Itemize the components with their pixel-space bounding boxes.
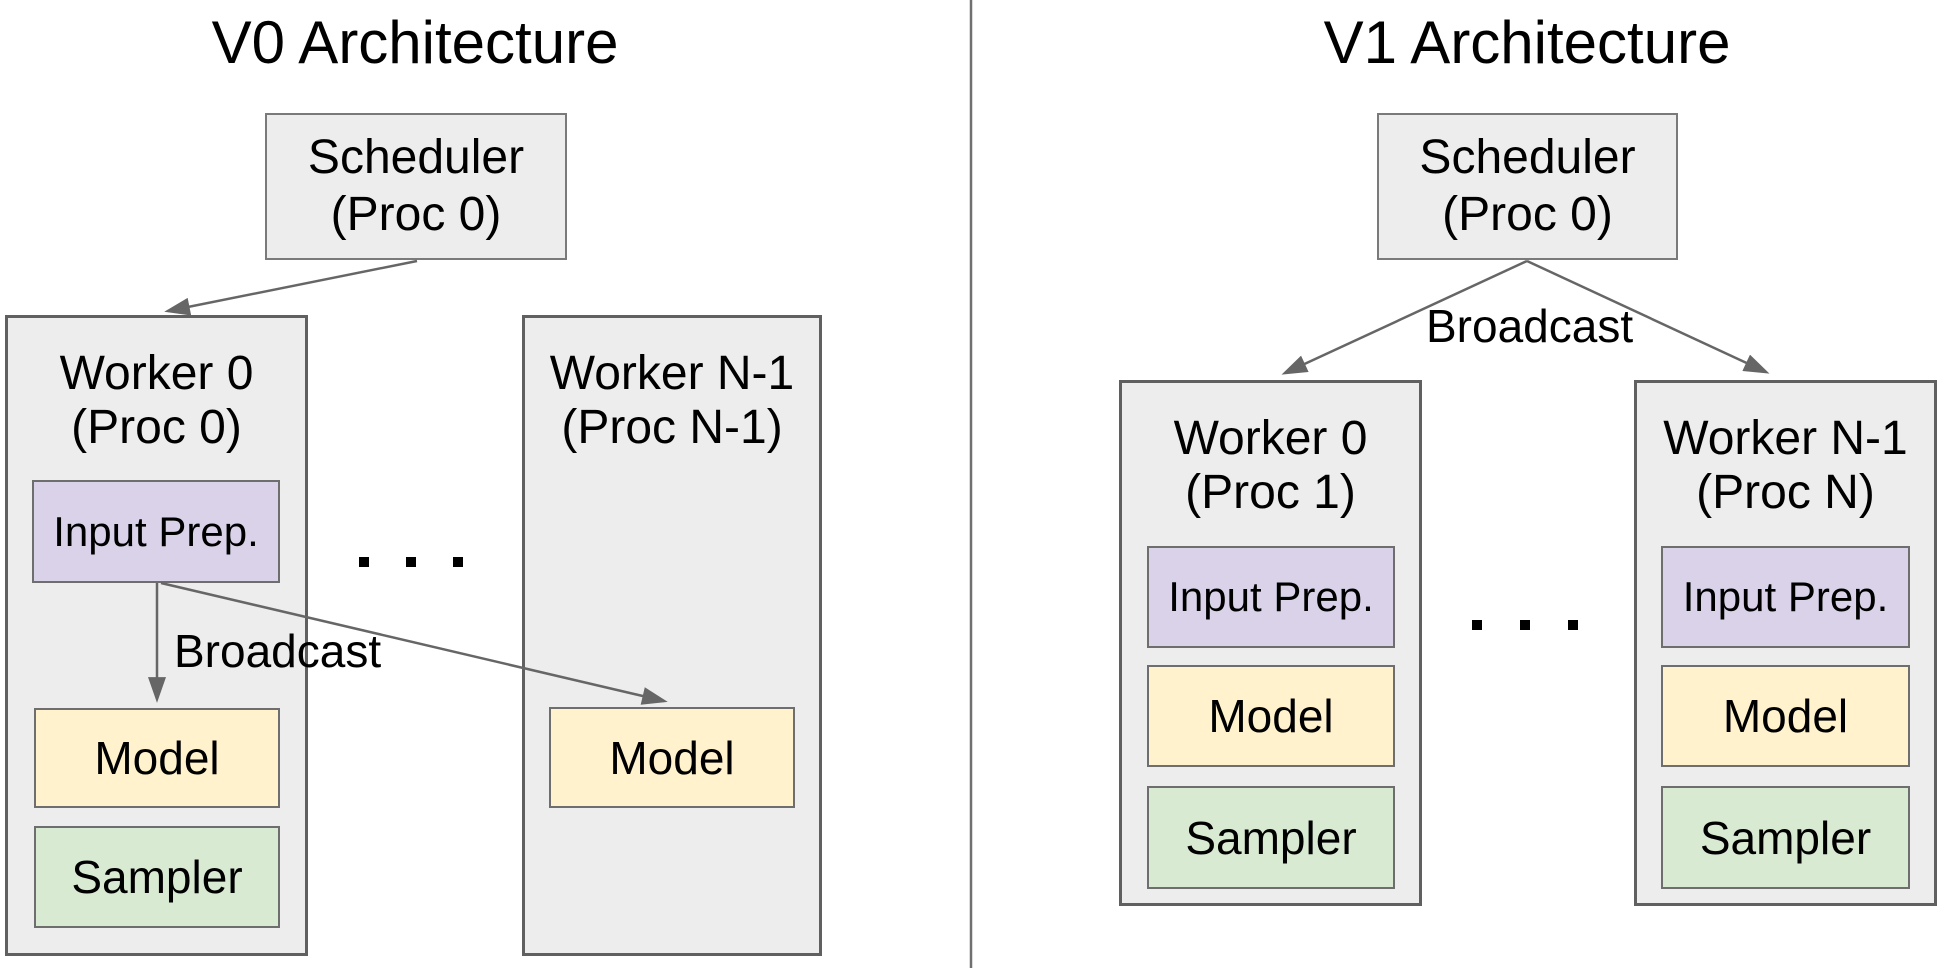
dot — [406, 557, 416, 567]
v1-worker-n1-model-label: Model — [1722, 690, 1849, 742]
v0-scheduler-label-line1: Scheduler — [307, 130, 525, 184]
v1-worker-n1-sampler-label: Sampler — [1699, 811, 1872, 864]
v1-worker-n1-label-line1: Worker N-1 — [1663, 412, 1908, 465]
v0-worker-n1-label-line2: (Proc N-1) — [561, 401, 783, 455]
v0-worker0-model-box: Model — [34, 708, 280, 808]
dot — [453, 557, 463, 567]
v0-arrow-scheduler-to-worker0 — [164, 259, 418, 316]
v0-panel-title: V0 Architecture — [211, 9, 619, 76]
v0-worker0-model-label: Model — [94, 732, 220, 784]
v1-worker0-label-line2: (Proc 1) — [1185, 466, 1356, 520]
dot — [359, 557, 369, 567]
v0-worker0-label-line2: (Proc 0) — [71, 401, 242, 455]
v0-scheduler-box: Scheduler (Proc 0) — [265, 113, 567, 260]
dot — [1472, 620, 1482, 630]
v1-worker0-sampler-label: Sampler — [1185, 811, 1357, 864]
v0-worker0-sampler-label: Sampler — [71, 851, 243, 903]
v1-scheduler-box: Scheduler (Proc 0) — [1377, 113, 1678, 260]
v1-scheduler-label-line1: Scheduler — [1419, 130, 1636, 184]
v1-panel-title: V1 Architecture — [1323, 9, 1731, 76]
v1-worker-n1-sampler-box: Sampler — [1661, 786, 1910, 889]
v0-broadcast-label: Broadcast — [174, 625, 382, 677]
v1-broadcast-label: Broadcast — [1426, 300, 1634, 352]
v0-worker-n1-label-line1: Worker N-1 — [549, 347, 795, 400]
v0-scheduler-label-line2: (Proc 0) — [330, 187, 502, 241]
v1-worker0-model-label: Model — [1208, 690, 1334, 742]
v0-worker-n1-label: Worker N-1 (Proc N-1) — [522, 347, 822, 455]
v0-worker0-sampler-box: Sampler — [34, 826, 280, 928]
v1-worker0-label-line1: Worker 0 — [1173, 412, 1368, 465]
v0-worker-n1-model-label: Model — [609, 731, 735, 784]
dot — [1568, 620, 1578, 630]
v1-worker0-input-prep-box: Input Prep. — [1147, 546, 1395, 648]
v1-worker0-input-prep-label: Input Prep. — [1168, 573, 1374, 620]
v1-worker-n1-label-line2: (Proc N) — [1696, 466, 1875, 520]
v0-worker0-label: Worker 0 (Proc 0) — [5, 347, 308, 455]
v0-worker0-label-line1: Worker 0 — [59, 347, 254, 400]
v1-ellipsis-dots — [1472, 620, 1578, 630]
v1-worker0-label: Worker 0 (Proc 1) — [1119, 412, 1422, 520]
v1-worker0-sampler-box: Sampler — [1147, 786, 1395, 889]
dot — [1520, 620, 1530, 630]
v1-worker-n1-label: Worker N-1 (Proc N) — [1634, 412, 1937, 520]
v1-worker-n1-model-box: Model — [1661, 665, 1910, 767]
v0-worker0-input-prep-box: Input Prep. — [32, 480, 280, 583]
v1-worker-n1-input-prep-label: Input Prep. — [1682, 573, 1889, 620]
v0-worker-n1-model-box: Model — [549, 707, 795, 808]
v0-worker0-input-prep-label: Input Prep. — [53, 507, 259, 555]
v0-ellipsis-dots — [359, 557, 463, 567]
v1-worker-n1-input-prep-box: Input Prep. — [1661, 546, 1910, 648]
v1-worker0-model-box: Model — [1147, 665, 1395, 767]
v1-scheduler-label-line2: (Proc 0) — [1442, 187, 1613, 241]
